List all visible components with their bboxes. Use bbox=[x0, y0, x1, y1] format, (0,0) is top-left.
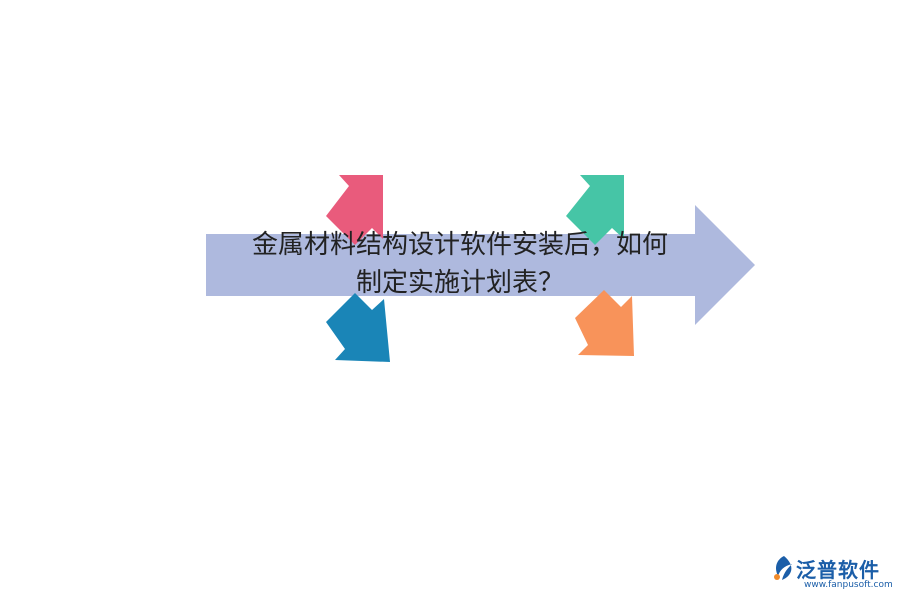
title-line-2: 制定实施计划表？ bbox=[355, 268, 564, 298]
diagram-title: 金属材料结构设计软件安装后，如何 制定实施计划表？ bbox=[190, 226, 730, 302]
arrow-up-right-teal bbox=[566, 175, 624, 245]
logo-name: 泛普软件 bbox=[796, 558, 880, 582]
main-right-arrow bbox=[206, 205, 755, 325]
fanpu-logo-icon bbox=[774, 556, 792, 580]
arrow-down-right-orange bbox=[575, 290, 634, 356]
arrow-down-right-blue bbox=[326, 293, 390, 362]
arrow-up-right-pink bbox=[326, 175, 383, 245]
title-line-1: 金属材料结构设计软件安装后，如何 bbox=[251, 230, 668, 260]
logo-url: www.fanpusoft.com bbox=[804, 580, 893, 590]
brand-logo: 泛普软件 www.fanpusoft.com bbox=[766, 552, 896, 596]
